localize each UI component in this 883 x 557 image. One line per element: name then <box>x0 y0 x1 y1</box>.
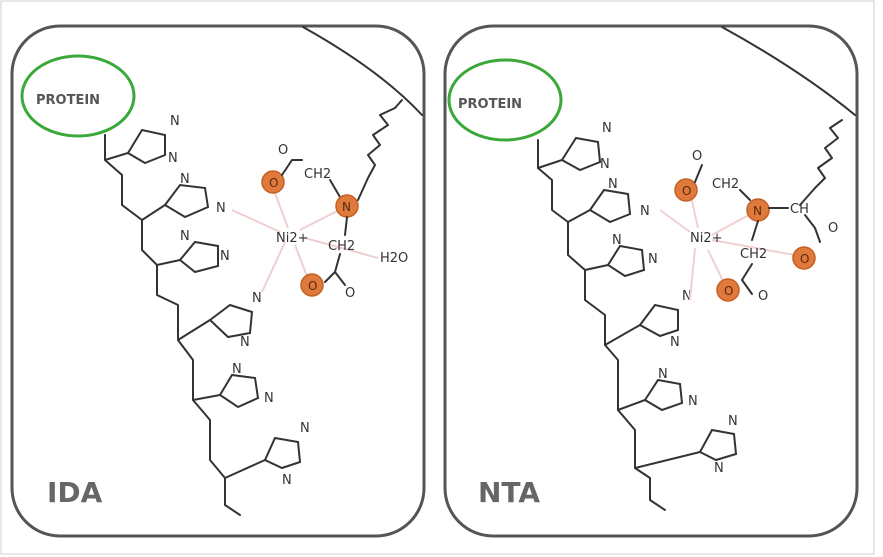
imidazole-group: N N <box>584 233 658 278</box>
backbone-chain <box>104 134 241 516</box>
imidazole-group: N N <box>634 414 738 476</box>
svg-text:N: N <box>728 414 738 429</box>
svg-text:N: N <box>608 177 618 192</box>
imidazole-group: N N <box>192 362 274 409</box>
svg-text:O: O <box>758 289 768 304</box>
panel-ida: PROTEIN N N N N N N N N <box>10 24 426 538</box>
imidazole-group: N N <box>177 291 262 350</box>
svg-text:N: N <box>670 335 680 350</box>
linker-chain <box>357 99 403 201</box>
panel-title: NTA <box>478 476 540 509</box>
protein-label: PROTEIN <box>36 93 100 108</box>
svg-text:N: N <box>648 252 658 267</box>
svg-text:N: N <box>240 335 250 350</box>
svg-text:N: N <box>640 204 650 219</box>
ch2-label: CH2 <box>712 177 739 192</box>
svg-text:N: N <box>170 114 180 129</box>
chelator-oxygen <box>300 273 324 297</box>
svg-text:N: N <box>342 200 351 214</box>
imidazole-group: N N <box>604 289 692 350</box>
water-label: H2O <box>380 251 408 266</box>
metal-ion: Ni2+ <box>276 231 309 246</box>
svg-text:N: N <box>264 391 274 406</box>
imidazole-group: N N <box>617 367 698 412</box>
svg-text:N: N <box>282 473 292 488</box>
svg-text:N: N <box>612 233 622 248</box>
backbone-chain <box>537 139 666 511</box>
imidazole-group: N N <box>537 121 612 172</box>
svg-text:N: N <box>216 201 226 216</box>
svg-text:O: O <box>828 221 838 236</box>
svg-text:N: N <box>688 394 698 409</box>
chelator-oxygen <box>674 178 698 202</box>
panel-frame-ida <box>10 24 426 538</box>
svg-text:N: N <box>714 461 724 476</box>
svg-text:O: O <box>682 184 691 198</box>
ch2-label: CH2 <box>328 239 355 254</box>
protein-label: PROTEIN <box>458 97 522 112</box>
svg-text:N: N <box>232 362 242 377</box>
svg-text:O: O <box>269 176 278 190</box>
ch2-label: CH2 <box>304 167 331 182</box>
metal-ion: Ni2+ <box>690 231 723 246</box>
svg-text:O: O <box>278 143 288 158</box>
linker-chain <box>799 119 843 206</box>
svg-text:N: N <box>602 121 612 136</box>
imidazole-group: N N <box>141 172 226 221</box>
chelator-oxygen <box>716 278 740 302</box>
svg-text:N: N <box>300 421 310 436</box>
panel-title: IDA <box>47 476 103 509</box>
svg-text:O: O <box>692 149 702 164</box>
panel-frame-nta <box>443 24 859 538</box>
svg-text:N: N <box>252 291 262 306</box>
ch-label: CH <box>790 202 809 217</box>
svg-text:O: O <box>308 279 317 293</box>
svg-text:O: O <box>345 286 355 301</box>
svg-text:N: N <box>753 204 762 218</box>
panel-nta: PROTEIN N N N N N N N N <box>443 24 859 538</box>
resin-curve <box>302 26 423 116</box>
svg-text:O: O <box>724 284 733 298</box>
imidazole-group: N N <box>156 229 230 274</box>
svg-text:N: N <box>658 367 668 382</box>
svg-text:N: N <box>682 289 692 304</box>
svg-text:N: N <box>180 229 190 244</box>
svg-text:N: N <box>168 151 178 166</box>
chelator-oxygen <box>261 170 285 194</box>
imidazole-group: N N <box>567 177 650 224</box>
svg-text:N: N <box>600 157 610 172</box>
svg-text:N: N <box>220 249 230 264</box>
svg-text:N: N <box>180 172 190 187</box>
imidazole-group: N N <box>224 421 310 488</box>
resin-curve <box>721 26 856 116</box>
protein-ellipse <box>20 54 136 138</box>
protein-ellipse <box>447 58 563 142</box>
imidazole-group: N N <box>104 114 180 166</box>
svg-text:O: O <box>800 252 809 266</box>
ch2-label: CH2 <box>740 247 767 262</box>
chelator-oxygen <box>792 246 816 270</box>
